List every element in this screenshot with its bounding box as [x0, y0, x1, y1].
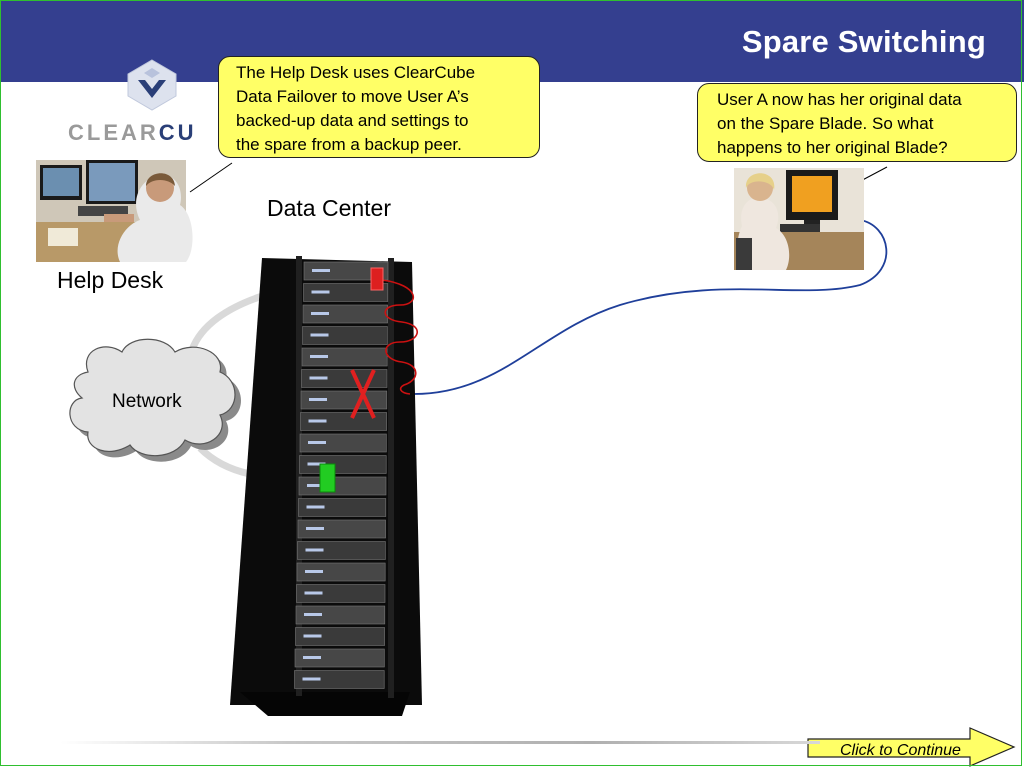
rack-blade-light	[302, 677, 321, 681]
rack-blade-light	[311, 290, 330, 294]
user-callout-line: on the Spare Blade. So what	[717, 114, 934, 133]
rack-blade	[296, 562, 386, 582]
rack-blade-light	[305, 570, 323, 573]
rack-blade-light	[311, 312, 329, 315]
rack-blade-light	[310, 355, 328, 358]
rack-blade-light	[305, 548, 324, 552]
footer-divider	[60, 741, 820, 744]
user-a-photo	[734, 168, 864, 270]
rack-blade-light	[309, 376, 328, 380]
network-label: Network	[112, 391, 182, 412]
helpdesk-callout-line: backed-up data and settings to	[236, 111, 469, 130]
spare-blade-highlight	[370, 267, 384, 291]
clearcube-logo-icon	[127, 59, 177, 111]
rack-blade-light	[306, 527, 324, 530]
helpdesk-callout-line: The Help Desk uses ClearCube	[236, 63, 476, 82]
rack-blade-light	[308, 419, 327, 423]
spare-blade-marker-icon	[319, 463, 336, 493]
helpdesk-callout: The Help Desk uses ClearCube Data Failov…	[218, 56, 540, 158]
user-callout-line: happens to her original Blade?	[717, 138, 948, 157]
user-callout-line: User A now has her original data	[717, 90, 962, 109]
rack-blade	[303, 283, 389, 302]
rack-blade-light	[303, 634, 322, 638]
continue-label[interactable]: Click to Continue	[840, 742, 961, 759]
rack-blade	[299, 433, 387, 453]
rack-blade	[298, 498, 387, 517]
rack-blade-light	[308, 441, 326, 444]
user-callout: User A now has her original data on the …	[697, 83, 1017, 162]
rack-blade	[302, 326, 388, 345]
rack-blade	[301, 369, 388, 388]
helpdesk-callout-line: Data Failover to move User A’s	[236, 87, 469, 106]
rack-blade-light	[304, 613, 322, 616]
rack-blade-light	[312, 269, 330, 272]
helpdesk-callout-line: the spare from a backup peer.	[236, 135, 462, 154]
rack-blade	[294, 648, 385, 668]
spare-blade-cable	[381, 279, 418, 395]
rack-blade-light	[304, 591, 323, 595]
rack-blade	[302, 304, 388, 324]
rack-blade	[295, 605, 386, 625]
rack-blade	[297, 519, 386, 539]
rack-blade	[297, 541, 386, 560]
rack-blade-light	[307, 484, 325, 487]
rack-blade-light	[306, 505, 325, 509]
clearcube-logo: CLEARCU	[66, 58, 226, 148]
rack-blade	[294, 670, 385, 689]
rack-blade	[301, 347, 388, 367]
logo-wordmark: CLEARCU	[68, 120, 197, 145]
rack-blade	[296, 584, 386, 603]
continue-arrow-icon	[807, 727, 1016, 767]
rack-blade	[300, 412, 387, 431]
rack-blade	[303, 261, 389, 281]
network-cloud-icon	[69, 338, 241, 462]
slide-title: Spare Switching	[741, 24, 986, 59]
rack-blade-light	[303, 656, 321, 659]
rack-blade-light	[310, 333, 329, 337]
rack-blade	[295, 627, 385, 646]
helpdesk-callout-pointer	[189, 162, 233, 193]
failed-blade-x-icon	[350, 369, 376, 419]
data-center-label: Data Center	[267, 195, 392, 221]
help-desk-label: Help Desk	[57, 267, 164, 293]
rack-blade-light	[307, 462, 326, 466]
rack-blade-light	[309, 398, 327, 401]
help-desk-photo	[36, 160, 193, 262]
